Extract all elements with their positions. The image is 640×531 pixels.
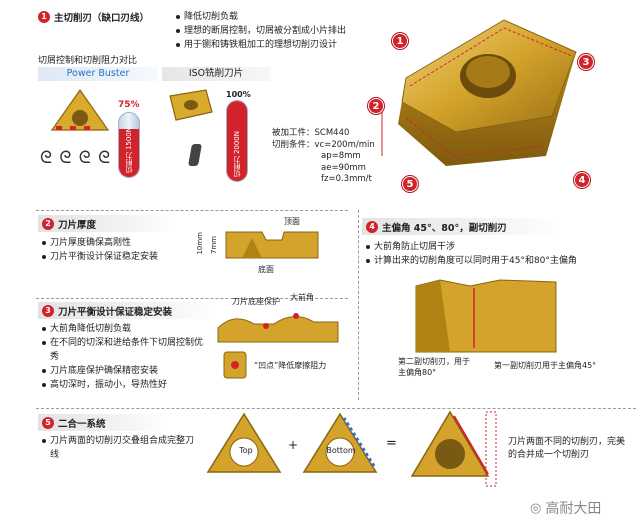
section-5-title: 二合一系统 [58,418,106,430]
condition-label: 切削条件： [272,139,315,150]
power-buster-insert-image [50,88,110,131]
bullet: 刀片底座保护确保精密安装 [40,364,210,378]
section-5 [36,408,636,409]
hero-marker-3: 3 [578,54,594,70]
vc-value: vc=200m/min [314,139,375,150]
bar-a-text: 切削力 1500N [125,126,133,173]
section-1: 1 主切削刃（缺口刃线） 降低切削负载 理想的断屑控制，切屑被分割成小片排出 用… [38,8,358,198]
plus-sign: + [288,438,299,452]
bullet: 在不同的切深和进给条件下切屑控制优秀 [40,336,210,364]
thickness-profile-image [225,231,319,259]
hero-marker-1: 1 [392,33,408,49]
ap-value: ap=8mm [321,151,361,161]
bullet: 大前角防止切屑干涉 [364,240,624,254]
compare-title: 切屑控制和切削阻力对比 [38,56,138,66]
wechat-icon: ◎ [530,500,542,516]
bottom-face-label: 底面 [258,265,274,274]
section-2-header: 2 刀片厚度 [38,215,178,232]
bullet: 计算出来的切削角度可以同时用于45°和80°主偏角 [364,254,624,268]
dimple-insert-image [223,351,247,379]
force-bar-iso: 切削力 2000N [226,100,248,182]
insert-top-image [206,412,282,473]
bullet: 理想的断屑控制，切屑被分割成小片排出 [174,24,364,38]
cutting-conditions: 被加工件：SCM440 切削条件：vc=200m/min ap=8mm ae=9… [272,128,375,186]
section-1-num: 1 [38,10,50,23]
insert-bottom-image [302,412,378,473]
top-label: Top [239,446,253,455]
force-bar-power-buster: 切削力 1500N [118,112,140,178]
fz-value: fz=0.3mm/t [321,174,372,184]
section-3-header: 3 刀片平衡设计保证稳定安装 [38,302,218,319]
hero-marker-2: 2 [368,98,384,114]
bar-a-percent: 75% [118,100,140,110]
watermark-text: 高耐大田 [545,501,602,517]
section-4-title: 主偏角 45°、80°，副切削刃 [382,222,507,234]
iso-insert-image [169,89,213,121]
top-face-label: 顶面 [284,217,300,226]
compare-header-iso: ISO铣削刀片 [162,67,270,81]
section-2-bullets: 刀片厚度确保高刚性 刀片平衡设计保证稳定安装 [40,236,200,264]
second-edge-label: 第二副切削刃，用于主偏角80° [398,357,470,377]
material-value: SCM440 [314,128,350,138]
secondary-edge-image [415,279,557,353]
bullet: 刀片两面的切削刃交叠组合成完整刀线 [40,434,200,462]
section-2 [36,210,348,285]
bar-b-text: 切削力 2000N [233,130,241,177]
hero-marker-4: 4 [574,172,590,188]
section-4-num: 4 [366,220,378,233]
bullet: 用于铡和铸铁粗加工的理想切削刃设计 [174,38,364,52]
compare-header-power-buster: Power Buster [38,67,158,81]
watermark: ◎ 高耐大田 [530,498,601,518]
bullet: 大前角降低切削负载 [40,322,210,336]
insert-combined-image [410,410,497,487]
chip-spirals-icon: ᘓ ᘓ ᘓ ᘓ [40,148,112,168]
section-3 [36,298,348,400]
bullet: 降低切削负载 [174,10,364,24]
section-5-num: 5 [42,416,54,429]
dim-10mm: 10mm [196,232,204,255]
dim-7mm: 7mm [210,236,218,255]
bullet: 刀片平衡设计保证稳定安装 [40,250,200,264]
section-4-bullets: 大前角防止切屑干涉 计算出来的切削角度可以同时用于45°和80°主偏角 [364,240,624,268]
section-1-header: 1 主切削刃（缺口刃线） [38,8,173,24]
material-label: 被加工件： [272,128,315,138]
bar-b-percent: 100% [226,90,251,99]
equals-sign: = [386,436,397,451]
hero-marker-5: 5 [402,176,418,192]
combined-note: 刀片两面不同的切削刃，完美的合并成一个切削刃 [508,437,626,460]
section-4-header: 4 主偏角 45°、80°，副切削刃 [362,218,562,235]
section-1-title: 主切削刃（缺口刃线） [54,12,150,24]
rake-angle-label: 大前角 [290,293,314,302]
section-3-title: 刀片平衡设计保证稳定安装 [58,306,173,318]
section-3-num: 3 [42,304,54,317]
bullet: 刀片厚度确保高刚性 [40,236,200,250]
dimple-label: “凹点”降低摩擦阻力 [254,361,327,370]
ae-value: ae=90mm [321,162,366,173]
first-edge-label: 第一副切削刃用于主偏角45° [494,361,597,370]
bullet: 高切深时，振动小，导热性好 [40,378,210,392]
section-4 [358,210,359,400]
section-3-bullets: 大前角降低切削负载 在不同的切深和进给条件下切屑控制优秀 高切深时，振动小，导热… [40,322,210,392]
bottom-label: Bottom [326,446,356,455]
base-protect-label: 刀片底座保护 [232,297,280,306]
hero-insert-image [381,19,577,166]
section-5-bullets: 刀片两面的切削刃交叠组合成完整刀线 [40,434,200,462]
section-1-bullets: 降低切削负载 理想的断屑控制，切屑被分割成小片排出 用于铡和铸铁粗加工的理想切削… [174,10,364,52]
section-2-title: 刀片厚度 [58,219,97,231]
section-2-num: 2 [42,217,54,230]
section-5-header: 5 二合一系统 [38,414,168,431]
rake-profile-image [217,313,339,343]
